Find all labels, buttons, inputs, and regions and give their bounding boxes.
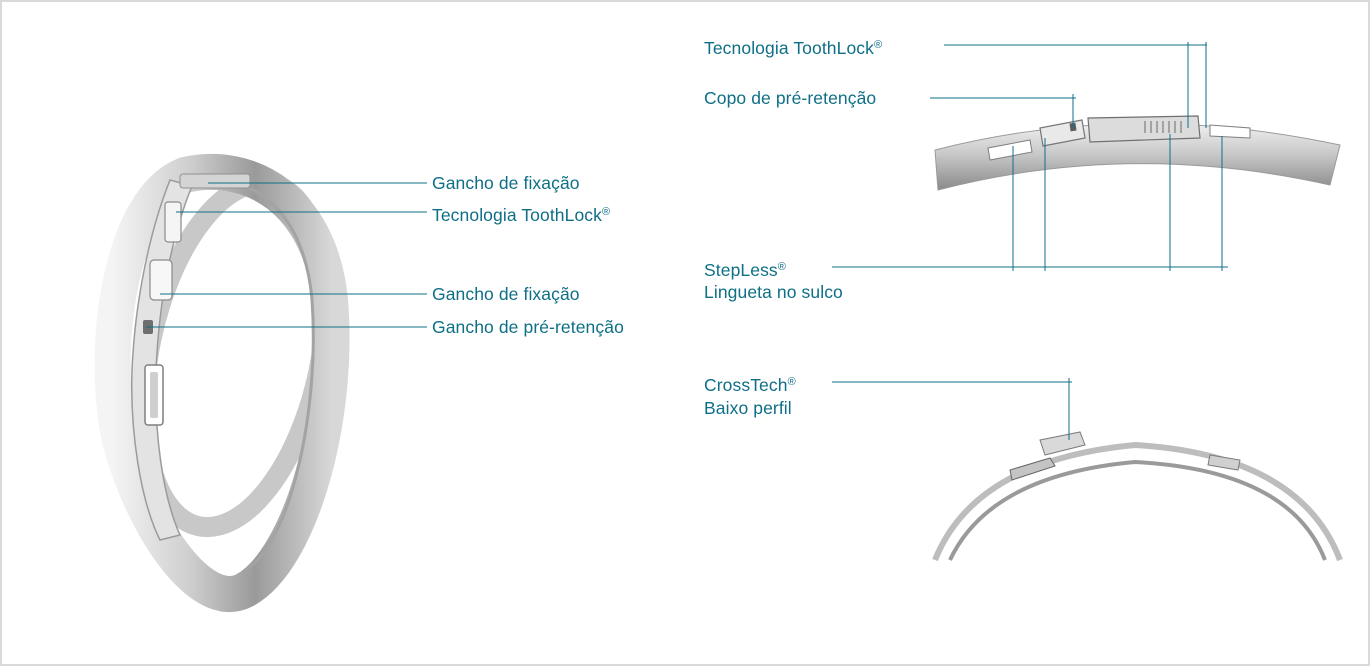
label-toothlock-right: Tecnologia ToothLock® [704,38,883,58]
top-right-closure-photo [934,115,1341,191]
bottom-right-leader-lines [832,378,1072,440]
label-pre-retention-cup: Copo de pré-retenção [704,88,877,108]
registered-mark: ® [874,39,883,51]
label-fixing-hook-2: Gancho de fixação [432,284,580,304]
label-toothlock-left: Tecnologia ToothLock® [432,205,611,225]
top-right-leader-lines [832,42,1228,271]
registered-mark: ® [602,206,611,218]
registered-mark: ® [787,376,796,388]
label-crosstech: CrossTech® [704,375,796,395]
label-low-profile: Baixo perfil [704,398,792,418]
label-tongue-in-groove: Lingueta no sulco [704,282,843,302]
label-stepless: StepLess® [704,260,786,280]
registered-mark: ® [777,261,786,273]
label-pre-retention-hook: Gancho de pré-retenção [432,317,624,337]
label-fixing-hook-1: Gancho de fixação [432,173,580,193]
left-clamp-photo [94,153,350,612]
bottom-right-crosstech-photo [932,431,1343,562]
left-leader-lines [146,182,427,328]
